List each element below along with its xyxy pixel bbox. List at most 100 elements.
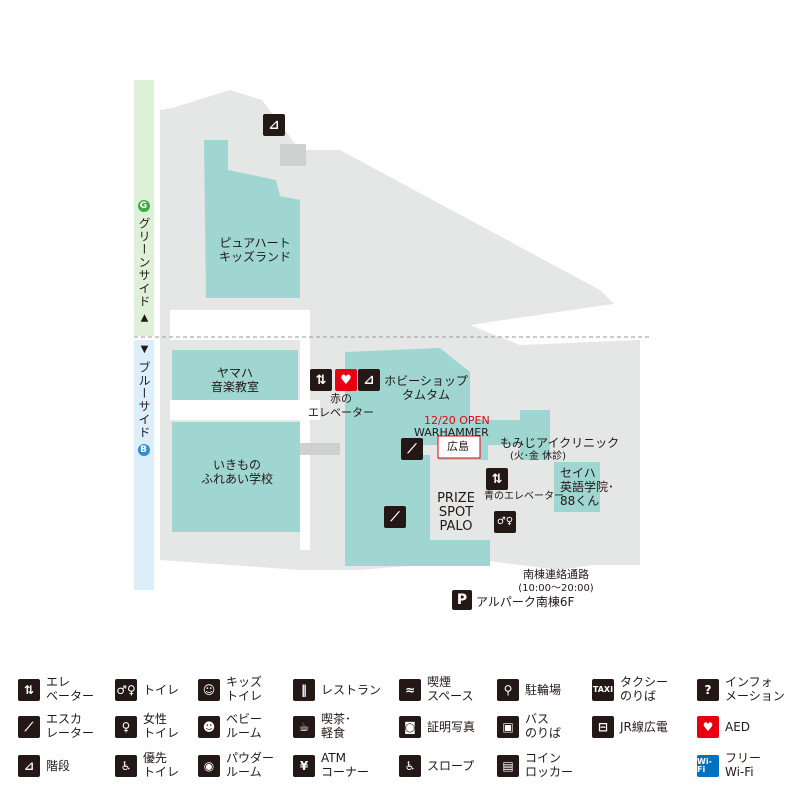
legend-label-line: トイレ <box>143 683 180 697</box>
legend-label: コインロッカー <box>525 751 573 779</box>
walkway <box>300 443 340 455</box>
blue-side-strip <box>134 340 154 590</box>
legend-label: タクシーのりば <box>620 675 668 703</box>
parking-label: アルパーク南棟6F <box>476 595 575 609</box>
bicycle-icon: ⚲ <box>497 679 519 701</box>
legend-label: 喫茶･軽食 <box>321 712 351 740</box>
momiji-label: もみじアイクリニック <box>500 436 620 450</box>
wifi-icon: Wi-Fi <box>697 755 719 777</box>
restaurant-icon: ‖ <box>293 679 315 701</box>
legend-label: JR線広電 <box>620 720 668 734</box>
train-icon: ⊟ <box>592 716 614 738</box>
walkway <box>170 400 300 420</box>
warhammer-label: WARHAMMER <box>414 426 489 439</box>
legend-label: ベビールーム <box>226 712 262 740</box>
legend-label: エスカレーター <box>46 712 94 740</box>
legend-label-line: レーター <box>46 726 95 740</box>
legend-label: 喫煙スペース <box>427 675 474 703</box>
slope-icon: ♿ <box>399 755 421 777</box>
legend-label-line: コーナー <box>321 765 370 779</box>
blue-side-marker: B <box>138 443 150 456</box>
walkway <box>470 300 640 345</box>
south-path-label: 南棟連絡通路 (10:00〜20:00) <box>518 568 594 594</box>
information-icon: ? <box>697 679 719 701</box>
legend-label-line: のりば <box>525 726 562 740</box>
legend-label-line: 喫煙 <box>427 675 452 689</box>
legend-label-line: トイレ <box>226 689 263 703</box>
legend-label: レストラン <box>321 683 381 697</box>
legend-label-line: トイレ <box>143 726 180 740</box>
legend-label-line: メーション <box>725 689 785 703</box>
shop-yamaha <box>172 350 298 400</box>
legend-label: 階段 <box>46 759 70 773</box>
blue-elevator-label: 青のエレベーター <box>484 491 564 502</box>
aed-icon: ♥ <box>697 716 719 738</box>
walkway <box>170 310 300 340</box>
legend-label-line: 女性 <box>143 712 168 726</box>
shop-prize <box>385 455 430 495</box>
down-arrow-icon: ▼ <box>139 344 150 356</box>
escalator-icon: ⟋ <box>18 716 40 738</box>
blue-side-label: ▼ ブルーサイド B <box>137 344 151 456</box>
legend-label-line: ベーター <box>46 689 95 703</box>
yamaha-label: ヤマハ 音楽教室 <box>210 366 259 394</box>
legend-label-line: バス <box>525 712 550 726</box>
stairs-icon: ⊿ <box>263 114 285 136</box>
baby-room-icon: ☻ <box>198 716 220 738</box>
kids-toilet-icon: ☺ <box>198 679 220 701</box>
legend-label-line: 軽食 <box>321 726 346 740</box>
parking-icon: P <box>452 590 472 610</box>
legend-label: 女性トイレ <box>143 712 179 740</box>
elevator-icon: ⇅ <box>486 468 508 490</box>
walkway <box>300 310 310 550</box>
aed-icon: ♥ <box>335 369 357 391</box>
taxi-icon: TAXI <box>592 679 614 701</box>
legend-label-line: のりば <box>620 689 657 703</box>
elevator-block <box>280 144 306 166</box>
stairs-icon: ⊿ <box>18 755 40 777</box>
legend-label: キッズトイレ <box>226 675 262 703</box>
pure-heart-label: ピュアハート キッズランド <box>218 236 291 264</box>
blue-side-text: ブルーサイド <box>137 360 151 439</box>
legend-label-line: 優先 <box>143 751 168 765</box>
legend-label-line: インフォ <box>725 675 773 689</box>
shop-seiha <box>554 462 600 512</box>
legend-label-line: 喫茶･ <box>321 712 352 726</box>
legend-label-line: フリー <box>725 751 762 765</box>
legend-label-line: パウダー <box>226 751 275 765</box>
escalator-icon: ⟋ <box>384 506 406 528</box>
shop-momiji <box>520 410 550 460</box>
legend-label: エレベーター <box>46 675 94 703</box>
legend-label-line: 証明写真 <box>427 720 476 734</box>
legend-label-line: キッズ <box>226 675 263 689</box>
hobby-label: ホビーショップ タムタム <box>384 374 468 402</box>
womens-toilet-icon: ♀ <box>115 716 137 738</box>
legend-label-line: ATM <box>321 751 346 765</box>
legend-label-line: エレ <box>46 675 71 689</box>
legend-label-line: ロッカー <box>525 765 574 779</box>
walkway <box>300 400 320 420</box>
legend-label-line: レストラン <box>321 683 382 697</box>
legend-label-line: 駐輪場 <box>525 683 562 697</box>
legend-label-line: ルーム <box>226 726 262 740</box>
legend-label-line: タクシー <box>620 675 669 689</box>
legend-label: インフォメーション <box>725 675 785 703</box>
stairs-icon: ⊿ <box>358 369 380 391</box>
atm-icon: ¥ <box>293 755 315 777</box>
legend-label: 優先トイレ <box>143 751 179 779</box>
ikimono-label: いきもの ふれあい学校 <box>200 458 273 486</box>
locker-icon: ▤ <box>497 755 519 777</box>
legend-label-line: トイレ <box>143 765 180 779</box>
elevator-icon: ⇅ <box>18 679 40 701</box>
legend-label: バスのりば <box>525 712 561 740</box>
legend-label: スロープ <box>427 759 474 773</box>
escalator-icon: ⟋ <box>401 438 423 460</box>
legend-label-line: ルーム <box>226 765 262 779</box>
powder-room-icon: ◉ <box>198 755 220 777</box>
legend-label-line: JR線広電 <box>620 720 668 734</box>
legend-label-line: スロープ <box>427 759 475 773</box>
legend-label: 証明写真 <box>427 720 475 734</box>
